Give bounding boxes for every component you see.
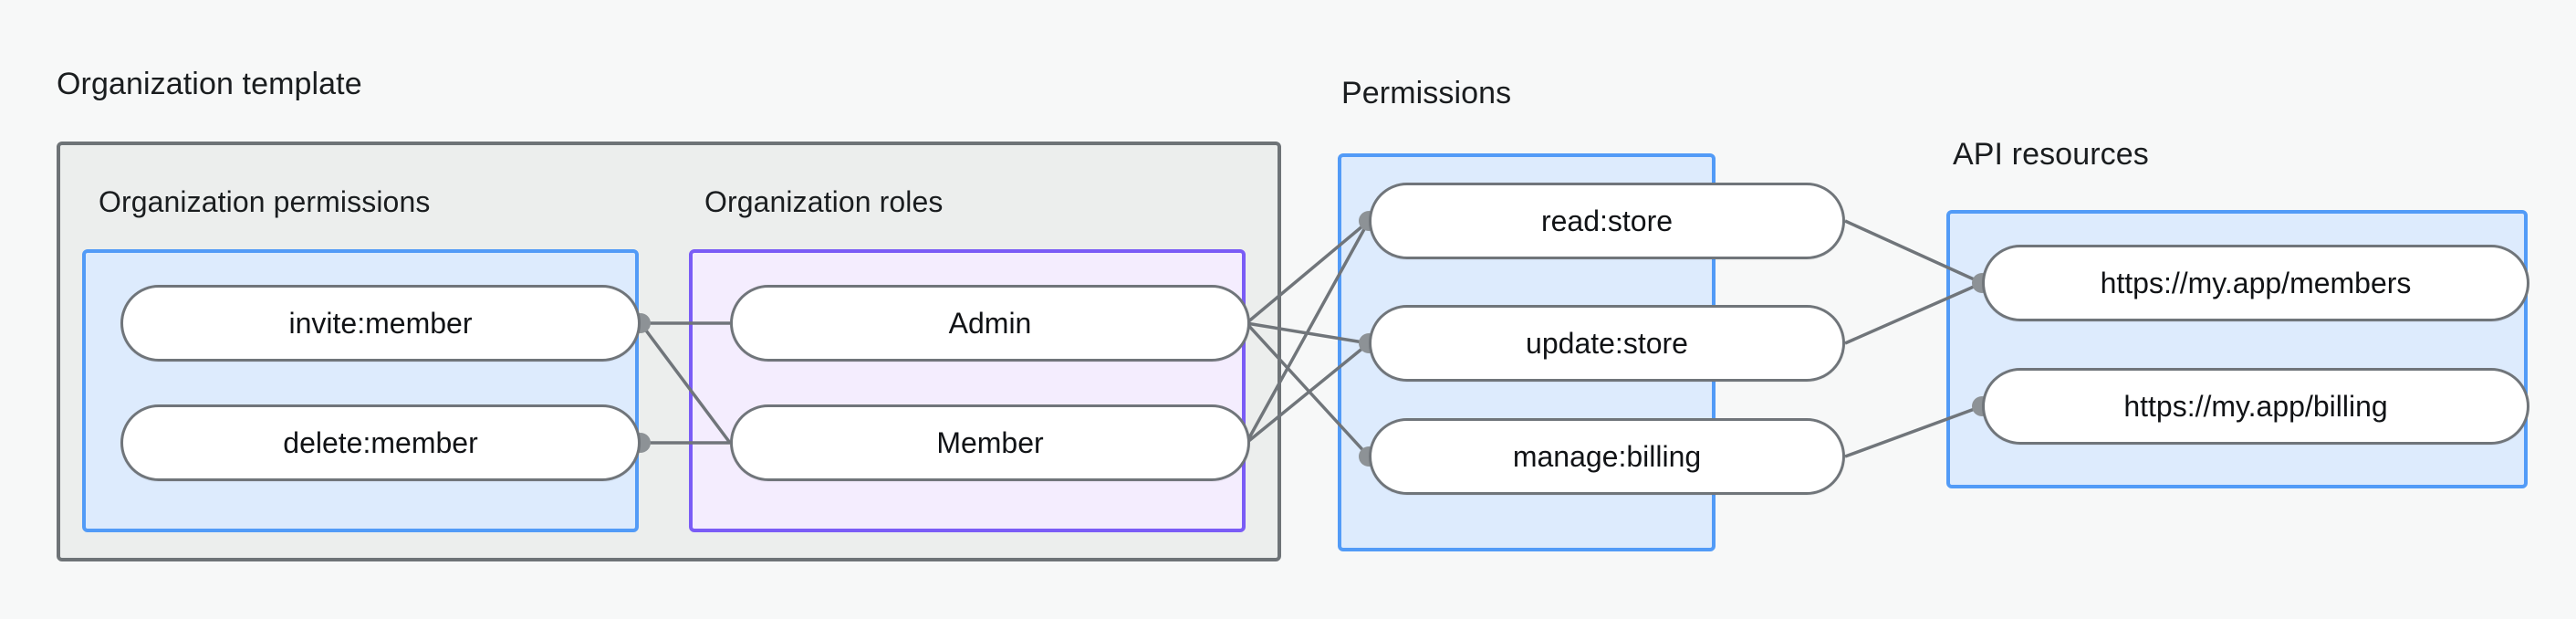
node-read-store[interactable]: read:store bbox=[1369, 183, 1845, 259]
node-invite-member[interactable]: invite:member bbox=[120, 285, 641, 362]
node-delete-member[interactable]: delete:member bbox=[120, 404, 641, 481]
title-organization-roles: Organization roles bbox=[704, 185, 944, 218]
node-billing-url[interactable]: https://my.app/billing bbox=[1982, 368, 2529, 445]
node-manage-billing[interactable]: manage:billing bbox=[1369, 418, 1845, 495]
title-organization-permissions: Organization permissions bbox=[99, 185, 431, 218]
title-organization-template: Organization template bbox=[57, 67, 362, 101]
node-members-url[interactable]: https://my.app/members bbox=[1982, 245, 2529, 321]
node-member-role[interactable]: Member bbox=[730, 404, 1250, 481]
title-api-resources: API resources bbox=[1953, 137, 2149, 172]
node-update-store[interactable]: update:store bbox=[1369, 305, 1845, 382]
title-permissions: Permissions bbox=[1341, 76, 1512, 110]
node-admin-role[interactable]: Admin bbox=[730, 285, 1250, 362]
